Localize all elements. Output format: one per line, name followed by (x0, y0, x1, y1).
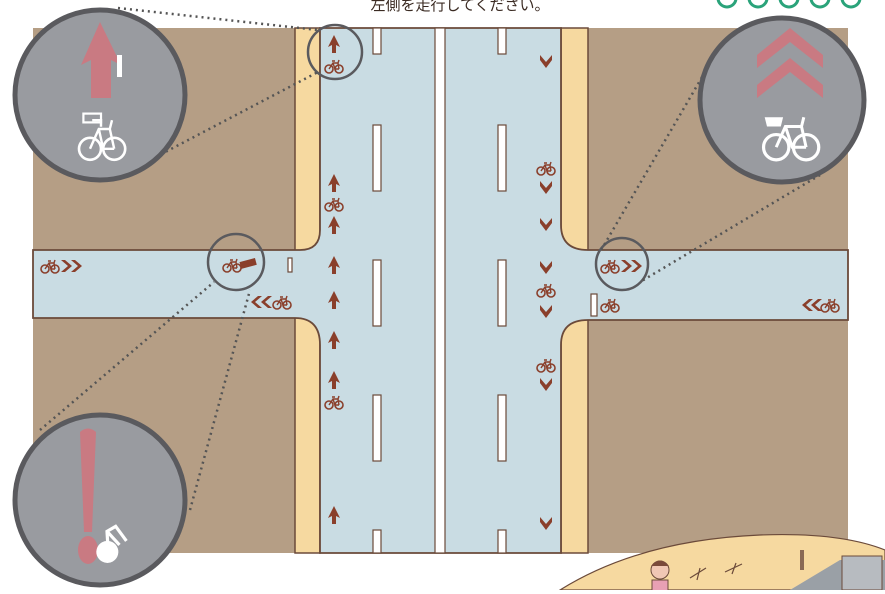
decorative-dots (716, 0, 862, 9)
street-scene-illustration (557, 533, 885, 593)
chevron-up-icon (757, 28, 823, 68)
bicycle-icon (77, 112, 127, 162)
bicycle-icon (761, 116, 821, 162)
pedestrian-figure (650, 560, 670, 593)
exclamation-icon (80, 428, 96, 532)
bicycle-icon (96, 524, 128, 563)
arrow-up-icon (81, 22, 121, 98)
callout-straight-arrow (12, 7, 188, 183)
page-caption: 左側を走行してください。 (370, 0, 550, 14)
callout-chevrons (697, 15, 867, 185)
center-line (434, 27, 446, 554)
leader-lines (39, 6, 821, 511)
westbound-bike-chevrons (222, 258, 840, 313)
lane-dashes (287, 27, 598, 554)
chevron-up-icon (757, 58, 823, 98)
highlight-circles (206, 23, 650, 292)
callout-caution (12, 412, 188, 588)
exclamation-icon (239, 258, 257, 269)
